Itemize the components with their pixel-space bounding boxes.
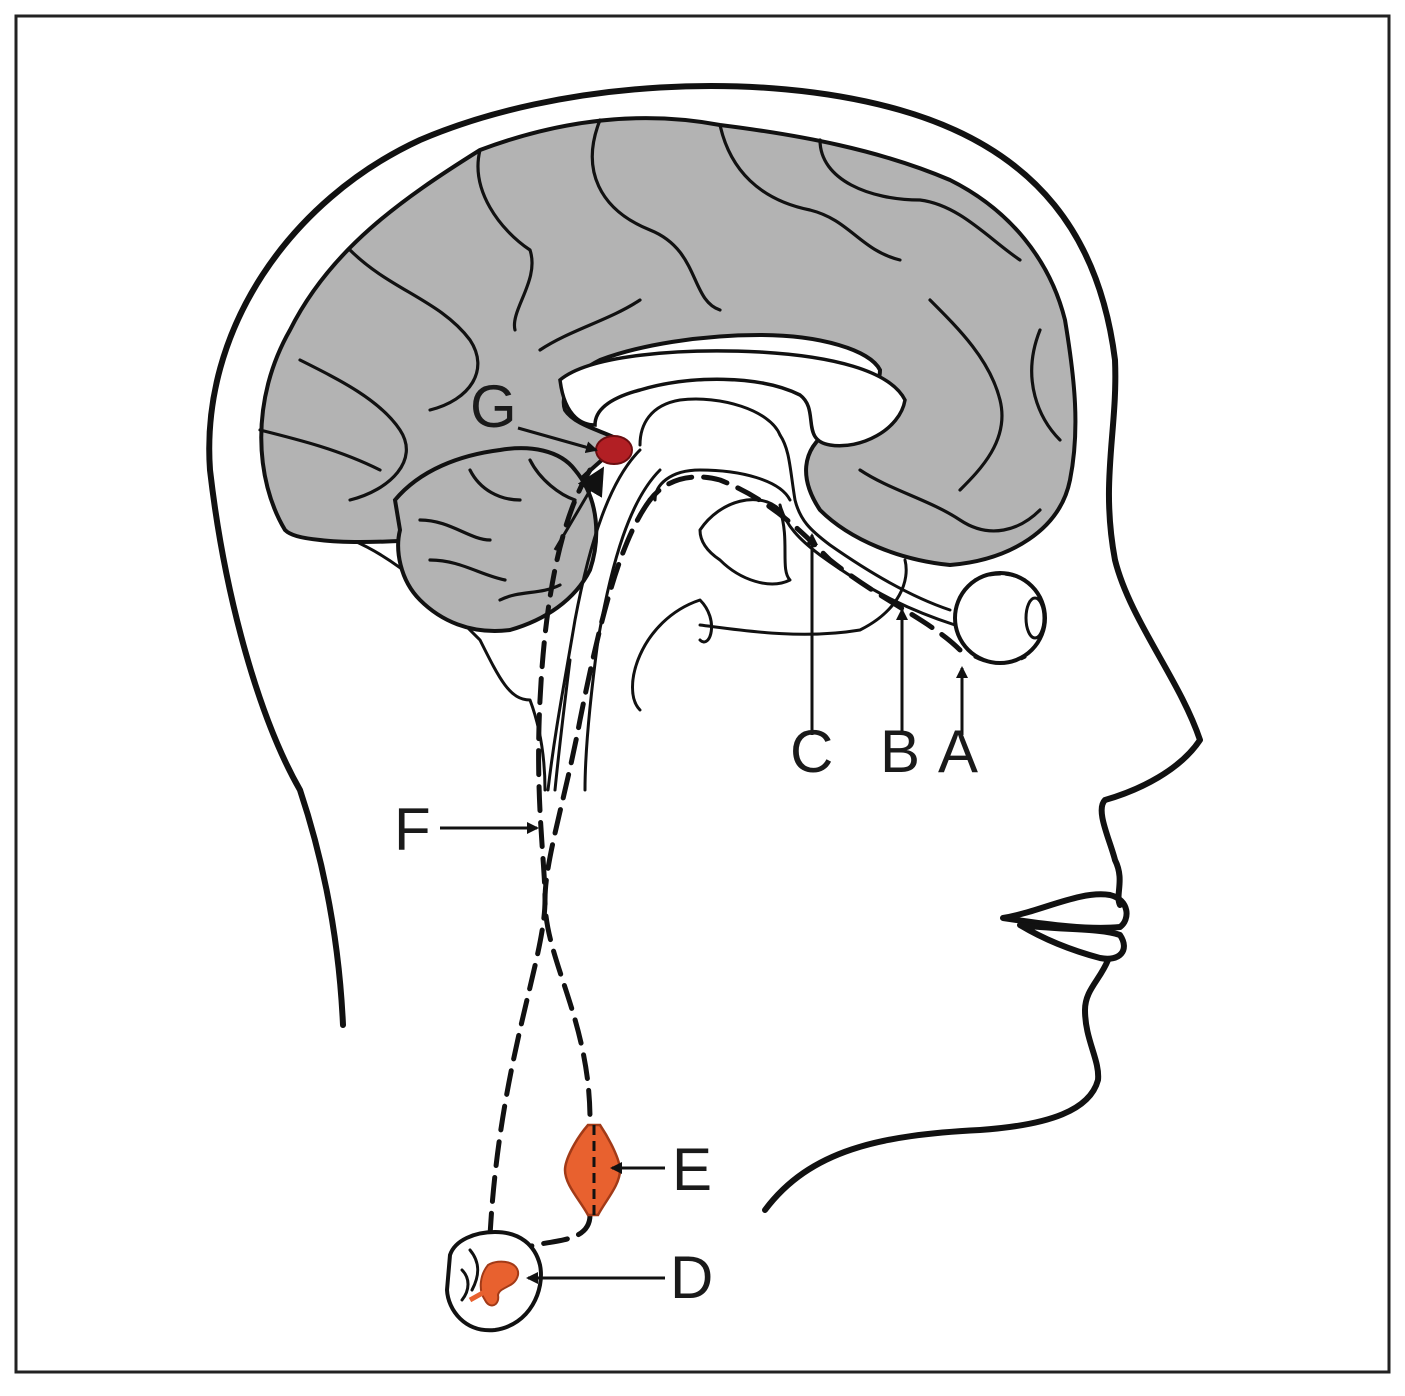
- corpus-callosum: [558, 349, 907, 448]
- label-d: D: [670, 1244, 713, 1311]
- pineal-gland: [595, 435, 633, 465]
- optic-tract-upper: [778, 433, 952, 612]
- pathway-ganglion-to-cord: [497, 1212, 593, 1268]
- eye: [953, 571, 1047, 665]
- label-a: A: [938, 718, 978, 785]
- descending-tract-inner: [553, 658, 572, 792]
- lower-lip: [1017, 922, 1127, 962]
- fiber-tract-upper: [638, 397, 782, 447]
- label-b: B: [880, 718, 920, 785]
- cervical-ganglion: [563, 1123, 622, 1217]
- arrow-g: [517, 426, 598, 454]
- fiber-tract-lower: [653, 468, 792, 502]
- midbrain-shape: [698, 498, 792, 586]
- label-e: E: [672, 1136, 712, 1203]
- figure-border: [14, 14, 1391, 1374]
- lower-face-outline: [762, 957, 1111, 1213]
- cerebellum-folia: [418, 458, 577, 602]
- descending-tract-left: [546, 448, 642, 792]
- label-c: C: [790, 718, 833, 785]
- label-g: G: [470, 373, 517, 440]
- cerebrum-sulci: [258, 118, 1062, 533]
- arrow-pathway-to-pineal: [553, 466, 605, 551]
- pathway-crossing: [487, 467, 593, 1238]
- cerebellum: [392, 446, 599, 633]
- pathway-descending: [542, 497, 653, 1123]
- pathway-retina-to-hypothalamus: [647, 474, 963, 653]
- pons-region: [631, 598, 714, 712]
- cerebrum: [259, 116, 1078, 568]
- head-outline: [206, 83, 1203, 1028]
- temporal-lobe-lower: [698, 558, 908, 636]
- spinal-cord-section: [444, 1229, 543, 1333]
- label-f: F: [394, 796, 431, 863]
